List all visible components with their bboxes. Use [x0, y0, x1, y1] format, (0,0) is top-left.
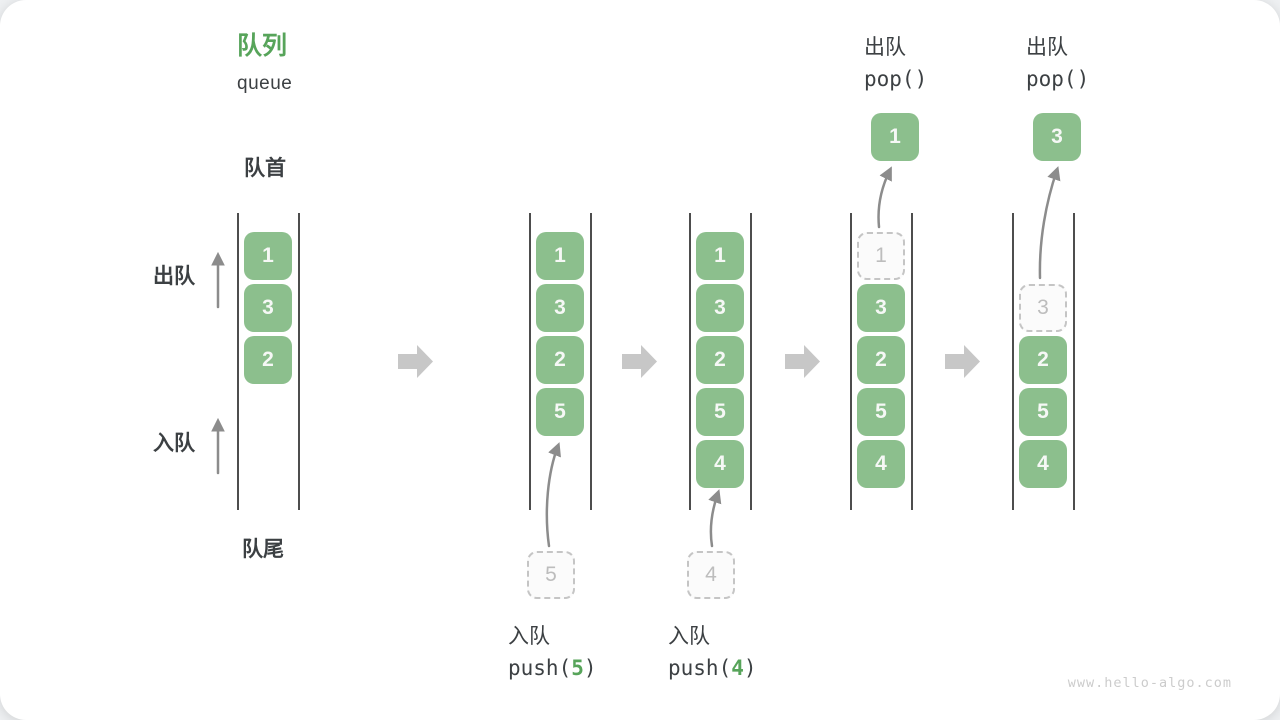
popped-element: 1 [871, 113, 919, 161]
dequeue-op-label: 出队 [1026, 36, 1068, 59]
queue-element: 1 [696, 232, 744, 280]
queue-element: 5 [696, 388, 744, 436]
queue-element: 4 [696, 440, 744, 488]
queue-element: 2 [696, 336, 744, 384]
enqueue-op-label: 入队 [508, 625, 550, 648]
incoming-element: 4 [687, 551, 735, 599]
state-transition-arrow [945, 345, 980, 378]
enqueue-op-code-post: ) [583, 656, 597, 680]
enqueue-op-label: 入队 [668, 625, 710, 648]
queue-wall-left [1012, 213, 1014, 510]
enqueue-op-code-pre: push( [508, 656, 572, 680]
queue-wall-right [298, 213, 300, 510]
queue-element: 5 [1019, 388, 1067, 436]
enqueue-op-code: push(5) [508, 656, 597, 680]
enqueue-op-code-arg: 5 [571, 656, 584, 680]
queue-element: 2 [857, 336, 905, 384]
page-title: 队列 [237, 32, 288, 60]
queue-rear-label: 队尾 [242, 538, 284, 561]
push-arrow [545, 442, 561, 548]
queue-wall-right [911, 213, 913, 510]
queue-element: 5 [536, 388, 584, 436]
popped-element: 3 [1033, 113, 1081, 161]
queue-element: 2 [536, 336, 584, 384]
queue-wall-left [850, 213, 852, 510]
popped-slot: 3 [1019, 284, 1067, 332]
queue-element: 1 [244, 232, 292, 280]
queue-element: 1 [536, 232, 584, 280]
queue-wall-right [750, 213, 752, 510]
state-transition-arrow [785, 345, 820, 378]
queue-element: 3 [244, 284, 292, 332]
queue-element: 3 [536, 284, 584, 332]
dequeue-op-label: 出队 [864, 36, 906, 59]
watermark: www.hello-algo.com [1067, 675, 1232, 691]
queue-element: 3 [857, 284, 905, 332]
queue-wall-left [689, 213, 691, 510]
queue-wall-right [590, 213, 592, 510]
queue-element: 5 [857, 388, 905, 436]
enqueue-op-code-arg: 4 [731, 656, 744, 680]
enqueue-op-code: push(4) [668, 656, 757, 680]
queue-wall-left [529, 213, 531, 510]
pop-arrow [877, 166, 892, 229]
pop-arrow [1038, 166, 1061, 280]
enqueue-op-code-pre: push( [668, 656, 732, 680]
dequeue-op-code: pop() [1026, 67, 1090, 91]
dequeue-side-label: 出队 [153, 265, 195, 288]
state-transition-arrow [398, 345, 433, 378]
state-transition-arrow [622, 345, 657, 378]
dequeue-op-code: pop() [864, 67, 928, 91]
incoming-element: 5 [527, 551, 575, 599]
queue-element: 4 [1019, 440, 1067, 488]
queue-element: 2 [1019, 336, 1067, 384]
queue-wall-right [1073, 213, 1075, 510]
popped-slot: 1 [857, 232, 905, 280]
queue-element: 4 [857, 440, 905, 488]
queue-wall-left [237, 213, 239, 510]
enqueue-op-code-post: ) [743, 656, 757, 680]
page-subtitle: queue [237, 73, 293, 94]
push-arrow [708, 489, 722, 548]
enqueue-side-label: 入队 [153, 432, 195, 455]
queue-element: 2 [244, 336, 292, 384]
queue-front-label: 队首 [244, 157, 286, 180]
queue-element: 3 [696, 284, 744, 332]
